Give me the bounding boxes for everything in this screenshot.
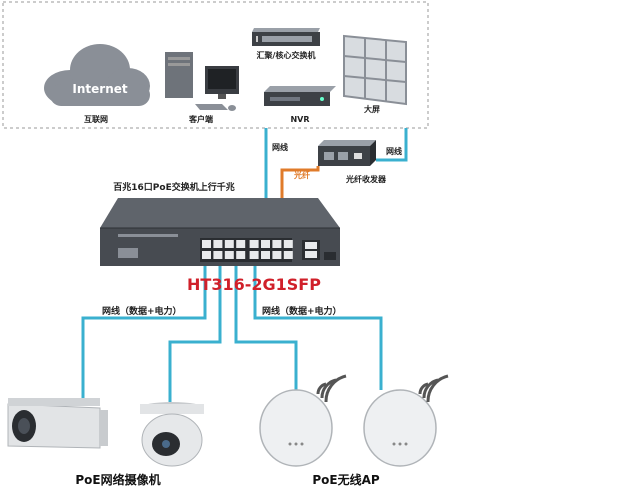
fiber-label: 光纤 [293,170,310,180]
switch-port [249,251,259,259]
switch-port [261,240,270,248]
uplink-cable-label-left: 网线 [272,142,288,152]
switch-port [249,240,259,248]
switch-description: 百兆16口PoE交换机上行千兆 [113,181,234,193]
switch-port [224,240,234,248]
dome-camera-icon [140,402,204,467]
switch-port-grid [202,240,317,259]
wireless-ap-icon-1 [259,389,333,467]
nvr-icon [264,86,336,106]
client-pc-icon [165,52,239,111]
poe-cable-camera2 [168,266,222,402]
internet-label: 互联网 [84,114,108,124]
transceiver-label: 光纤收发器 [345,174,387,184]
switch-port [236,240,246,248]
switch-port [202,251,211,259]
ap-group-label: PoE无线AP [312,472,380,487]
switch-port [224,251,234,259]
uplink-port [305,242,317,249]
switch-model: HT316-2G1SFP [187,275,321,294]
switch-port [202,240,211,248]
lan-zone-border [2,1,429,129]
poe-cable-label-right: 网线（数据+电力） [262,305,342,317]
switch-port [236,251,246,259]
core-switch-label: 汇聚/核心交换机 [257,50,316,60]
video-wall-icon [343,34,407,106]
wifi-signal-icon-1 [316,374,347,403]
switch-port [283,251,293,259]
fiber-cable-line [280,166,320,198]
screen-label: 大屏 [364,104,380,114]
fiber-transceiver-icon [318,140,376,166]
wireless-ap-icon-2 [363,389,437,467]
client-label: 客户端 [188,114,213,124]
bullet-camera-icon [7,398,108,449]
camera-group-label: PoE网络摄像机 [75,472,160,487]
switch-port [213,251,223,259]
poe-cable-label-left: 网线（数据+电力） [102,305,182,317]
transceiver-cable-line [376,128,408,162]
internet-cloud-text: Internet [72,82,127,96]
core-switch-icon [252,28,320,46]
switch-port [283,240,293,248]
poe-cable-ap1 [234,266,298,390]
poe-cable-camera1 [81,266,207,402]
internet-cloud-icon [44,44,150,106]
uplink-port [305,251,317,258]
wifi-signal-icon-2 [418,374,449,403]
switch-port [261,251,270,259]
switch-port [272,240,282,248]
nvr-label: NVR [290,115,309,124]
switch-port [272,251,282,259]
poe-cable-ap2 [253,266,383,390]
switch-port [213,240,223,248]
uplink-cable-label-right: 网线 [386,146,402,156]
